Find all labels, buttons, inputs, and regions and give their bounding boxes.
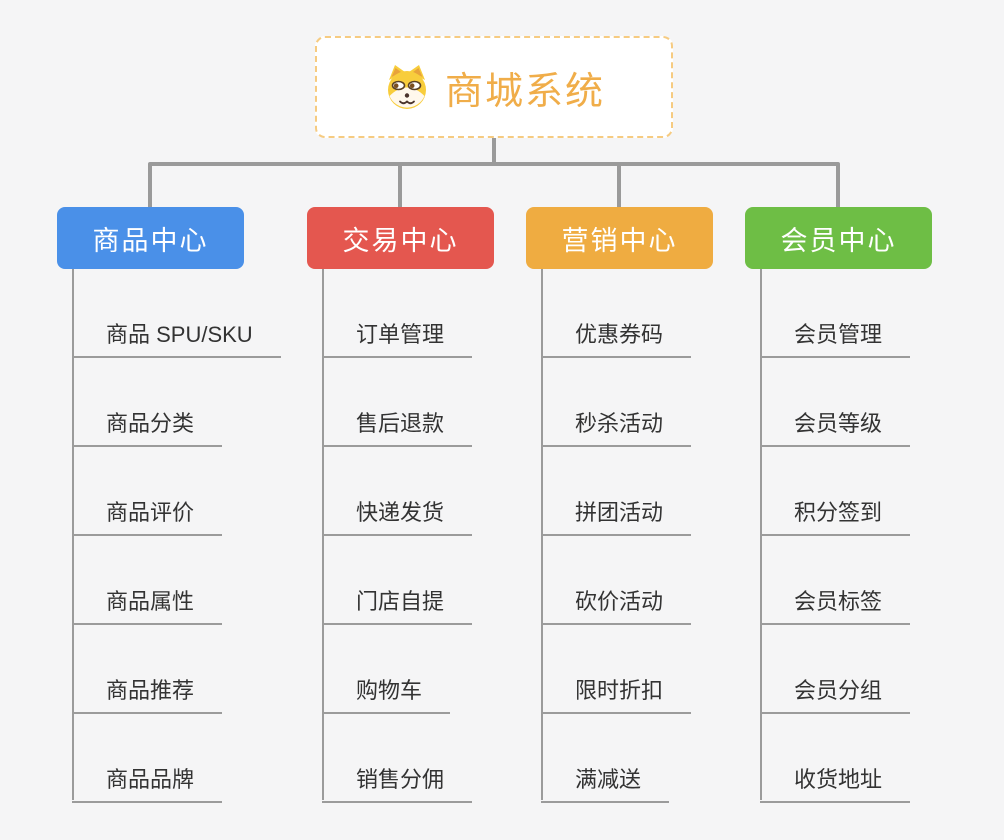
- connector-branch-stem: [398, 164, 402, 208]
- leaf-node[interactable]: 购物车: [322, 673, 451, 714]
- leaf-node[interactable]: 售后退款: [322, 406, 473, 447]
- leaf-node[interactable]: 积分签到: [760, 495, 911, 536]
- leaf-node[interactable]: 会员等级: [760, 406, 911, 447]
- leaf-node[interactable]: 会员分组: [760, 673, 911, 714]
- leaf-node[interactable]: 会员管理: [760, 317, 911, 358]
- branch-product-children: 商品 SPU/SKU 商品分类 商品评价 商品属性 商品推荐 商品品牌: [72, 269, 332, 803]
- connector-trunk: [541, 269, 543, 800]
- branch-trade-center[interactable]: 交易中心: [307, 207, 494, 269]
- connector-trunk: [322, 269, 324, 800]
- leaf-node[interactable]: 限时折扣: [541, 673, 692, 714]
- leaf-node[interactable]: 满减送: [541, 762, 670, 803]
- leaf-node[interactable]: 商品推荐: [72, 673, 223, 714]
- branch-product-center[interactable]: 商品中心: [57, 207, 244, 269]
- leaf-node[interactable]: 商品 SPU/SKU: [72, 317, 281, 358]
- root-node[interactable]: 商城系统: [315, 36, 673, 138]
- leaf-node[interactable]: 秒杀活动: [541, 406, 692, 447]
- leaf-node[interactable]: 商品品牌: [72, 762, 223, 803]
- connector-branch-stem: [836, 164, 840, 208]
- leaf-node[interactable]: 收货地址: [760, 762, 911, 803]
- leaf-node[interactable]: 订单管理: [322, 317, 473, 358]
- leaf-node[interactable]: 商品分类: [72, 406, 223, 447]
- leaf-node[interactable]: 会员标签: [760, 584, 911, 625]
- leaf-node[interactable]: 拼团活动: [541, 495, 692, 536]
- branch-marketing-center[interactable]: 营销中心: [526, 207, 713, 269]
- branch-member-children: 会员管理 会员等级 积分签到 会员标签 会员分组 收货地址: [760, 269, 1004, 803]
- branch-trade-children: 订单管理 售后退款 快递发货 门店自提 购物车 销售分佣: [322, 269, 582, 803]
- dog-icon: [383, 63, 431, 111]
- branch-marketing-children: 优惠券码 秒杀活动 拼团活动 砍价活动 限时折扣 满减送: [541, 269, 801, 803]
- connector-root-stem: [492, 136, 496, 164]
- connector-branch-stem: [148, 164, 152, 208]
- connector-horizontal-bar: [148, 162, 840, 166]
- leaf-node[interactable]: 快递发货: [322, 495, 473, 536]
- branch-member-center[interactable]: 会员中心: [745, 207, 932, 269]
- connector-branch-stem: [617, 164, 621, 208]
- leaf-node[interactable]: 商品属性: [72, 584, 223, 625]
- leaf-node[interactable]: 销售分佣: [322, 762, 473, 803]
- leaf-node[interactable]: 砍价活动: [541, 584, 692, 625]
- leaf-node[interactable]: 门店自提: [322, 584, 473, 625]
- leaf-node[interactable]: 优惠券码: [541, 317, 692, 358]
- root-title: 商城系统: [444, 70, 605, 113]
- leaf-node[interactable]: 商品评价: [72, 495, 223, 536]
- connector-trunk: [72, 269, 74, 800]
- connector-trunk: [760, 269, 762, 800]
